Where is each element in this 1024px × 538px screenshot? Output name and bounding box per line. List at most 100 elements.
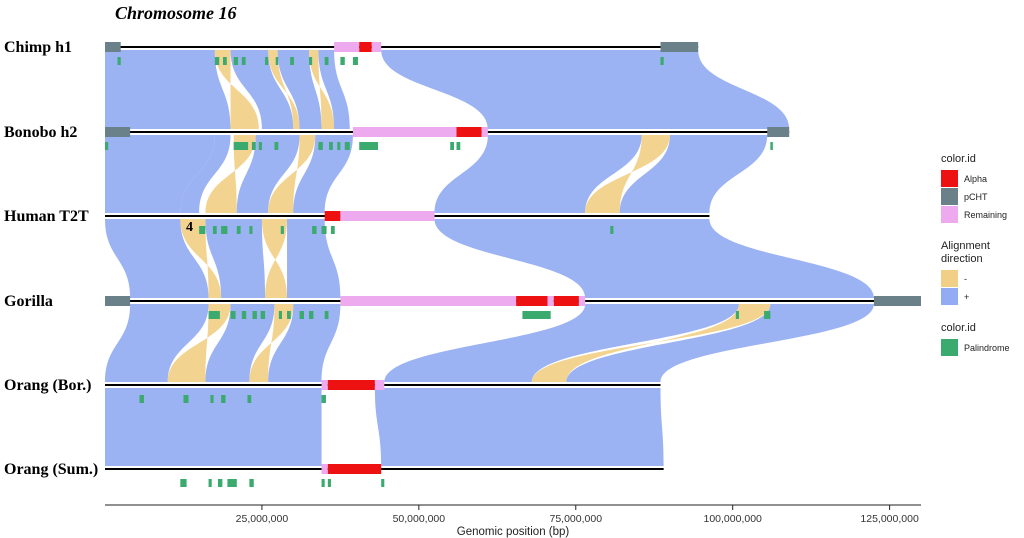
ribbon-0-1 xyxy=(214,50,259,129)
x-tick-label-4: 125,000,000 xyxy=(860,513,919,525)
palindrome-2-7 xyxy=(321,226,327,234)
palindrome-1-7 xyxy=(337,142,341,150)
segment-alpha-5-1 xyxy=(327,464,382,474)
segment-remaining-0-1 xyxy=(334,42,360,52)
legend-label-1-1: + xyxy=(964,292,969,302)
legend-swatch-1-1 xyxy=(941,288,958,305)
ribbon-3-6 xyxy=(531,304,771,382)
palindrome-1-11 xyxy=(456,142,461,150)
ribbon-1-8 xyxy=(619,135,768,213)
ribbon-1-0 xyxy=(105,135,215,213)
segment-pcht-1-4 xyxy=(767,127,790,137)
palindrome-3-3 xyxy=(252,311,257,319)
ribbon-3-5 xyxy=(384,304,739,382)
track-label-0: Chimp h1 xyxy=(4,39,72,56)
palindrome-2-6 xyxy=(312,226,317,234)
ribbon-0-0 xyxy=(105,50,231,129)
legend-label-0-0: Alpha xyxy=(964,174,987,184)
ribbon-0-5 xyxy=(309,50,335,129)
legend-swatch-0-0 xyxy=(941,170,958,187)
palindrome-0-0 xyxy=(117,57,121,65)
palindrome-3-9 xyxy=(324,311,329,319)
segment-remaining-1-3 xyxy=(481,127,488,137)
chart-title: Chromosome 16 xyxy=(115,3,237,23)
palindrome-3-7 xyxy=(299,311,304,319)
ribbon-1-5 xyxy=(293,135,353,213)
segment-alpha-3-2 xyxy=(516,296,548,306)
legend-title-0: color.id xyxy=(941,153,976,165)
palindrome-0-1 xyxy=(214,57,220,65)
x-tick-label-0: 25,000,000 xyxy=(236,513,289,525)
ribbon-4-0 xyxy=(105,388,322,466)
palindrome-4-4 xyxy=(247,395,252,403)
palindrome-5-3 xyxy=(227,479,237,487)
palindrome-3-1 xyxy=(230,311,236,319)
ribbon-0-4 xyxy=(277,50,322,129)
segment-remaining-2-1 xyxy=(340,211,435,221)
ribbon-3-0 xyxy=(105,304,209,382)
palindrome-2-5 xyxy=(280,226,284,234)
ribbon-1-1 xyxy=(180,135,231,213)
legend-swatch-1-0 xyxy=(941,270,958,287)
x-tick-label-1: 50,000,000 xyxy=(393,513,446,525)
segment-alpha-0-2 xyxy=(359,42,372,52)
legend-label-2-0: Palindrome xyxy=(964,343,1010,353)
ribbon-2-3 xyxy=(261,219,288,298)
palindrome-3-4 xyxy=(260,311,266,319)
palindrome-4-5 xyxy=(321,395,326,403)
segment-alpha-2-0 xyxy=(324,211,341,221)
ribbon-3-7 xyxy=(566,304,874,382)
palindrome-0-12 xyxy=(660,57,664,65)
segment-remaining-4-0 xyxy=(321,380,328,390)
x-tick-label-3: 100,000,000 xyxy=(703,513,762,525)
legend-title-2: color.id xyxy=(941,322,976,334)
ribbon-1-7 xyxy=(585,135,670,213)
ribbon-1-2 xyxy=(205,135,256,213)
segment-remaining-3-5 xyxy=(578,296,586,306)
ribbon-3-3 xyxy=(249,304,294,382)
palindrome-2-3 xyxy=(236,226,241,234)
palindrome-1-8 xyxy=(344,142,350,150)
palindrome-0-6 xyxy=(275,57,279,65)
segment-pcht-3-0 xyxy=(105,296,131,306)
x-tick-label-2: 75,000,000 xyxy=(549,513,602,525)
segment-pcht-0-4 xyxy=(660,42,699,52)
segment-alpha-4-1 xyxy=(327,380,375,390)
palindrome-5-1 xyxy=(208,479,212,487)
ribbon-1-6 xyxy=(434,135,642,213)
palindrome-0-9 xyxy=(324,57,329,65)
ribbon-0-7 xyxy=(381,50,790,129)
palindrome-3-6 xyxy=(287,311,291,319)
ribbon-2-0 xyxy=(105,219,209,298)
palindrome-5-2 xyxy=(217,479,223,487)
x-axis: 25,000,000 50,000,000 75,000,000 100,000,00… xyxy=(105,504,921,525)
legend: color.idAlphapCHTRemainingAlignmentdirec… xyxy=(941,153,1010,356)
track-label-1: Bonobo h2 xyxy=(4,124,77,141)
palindrome-2-8 xyxy=(330,226,335,234)
palindrome-1-6 xyxy=(329,142,333,150)
ribbon-2-2 xyxy=(205,219,266,298)
palindrome-5-5 xyxy=(321,479,325,487)
palindrome-3-0 xyxy=(208,311,220,319)
palindrome-3-10 xyxy=(522,311,551,319)
palindrome-4-3 xyxy=(221,395,226,403)
ribbon-3-4 xyxy=(268,304,341,382)
legend-swatch-0-1 xyxy=(941,188,958,205)
palindrome-5-7 xyxy=(381,479,385,487)
inversion-annotation: 4 xyxy=(186,220,193,235)
palindrome-1-9 xyxy=(359,142,379,150)
palindrome-3-5 xyxy=(278,311,283,319)
palindrome-3-12 xyxy=(764,311,771,319)
ribbon-2-1 xyxy=(180,219,222,298)
palindrome-0-10 xyxy=(340,57,345,65)
palindrome-0-8 xyxy=(309,57,313,65)
palindrome-1-4 xyxy=(274,142,279,150)
legend-swatch-2-0 xyxy=(941,339,958,356)
x-axis-title: Genomic position (bp) xyxy=(457,526,570,538)
ribbon-1-3 xyxy=(236,135,300,213)
palindrome-4-2 xyxy=(210,395,214,403)
ribbon-2-5 xyxy=(434,219,874,298)
palindrome-0-11 xyxy=(352,57,358,65)
track-label-3: Gorilla xyxy=(4,293,53,310)
